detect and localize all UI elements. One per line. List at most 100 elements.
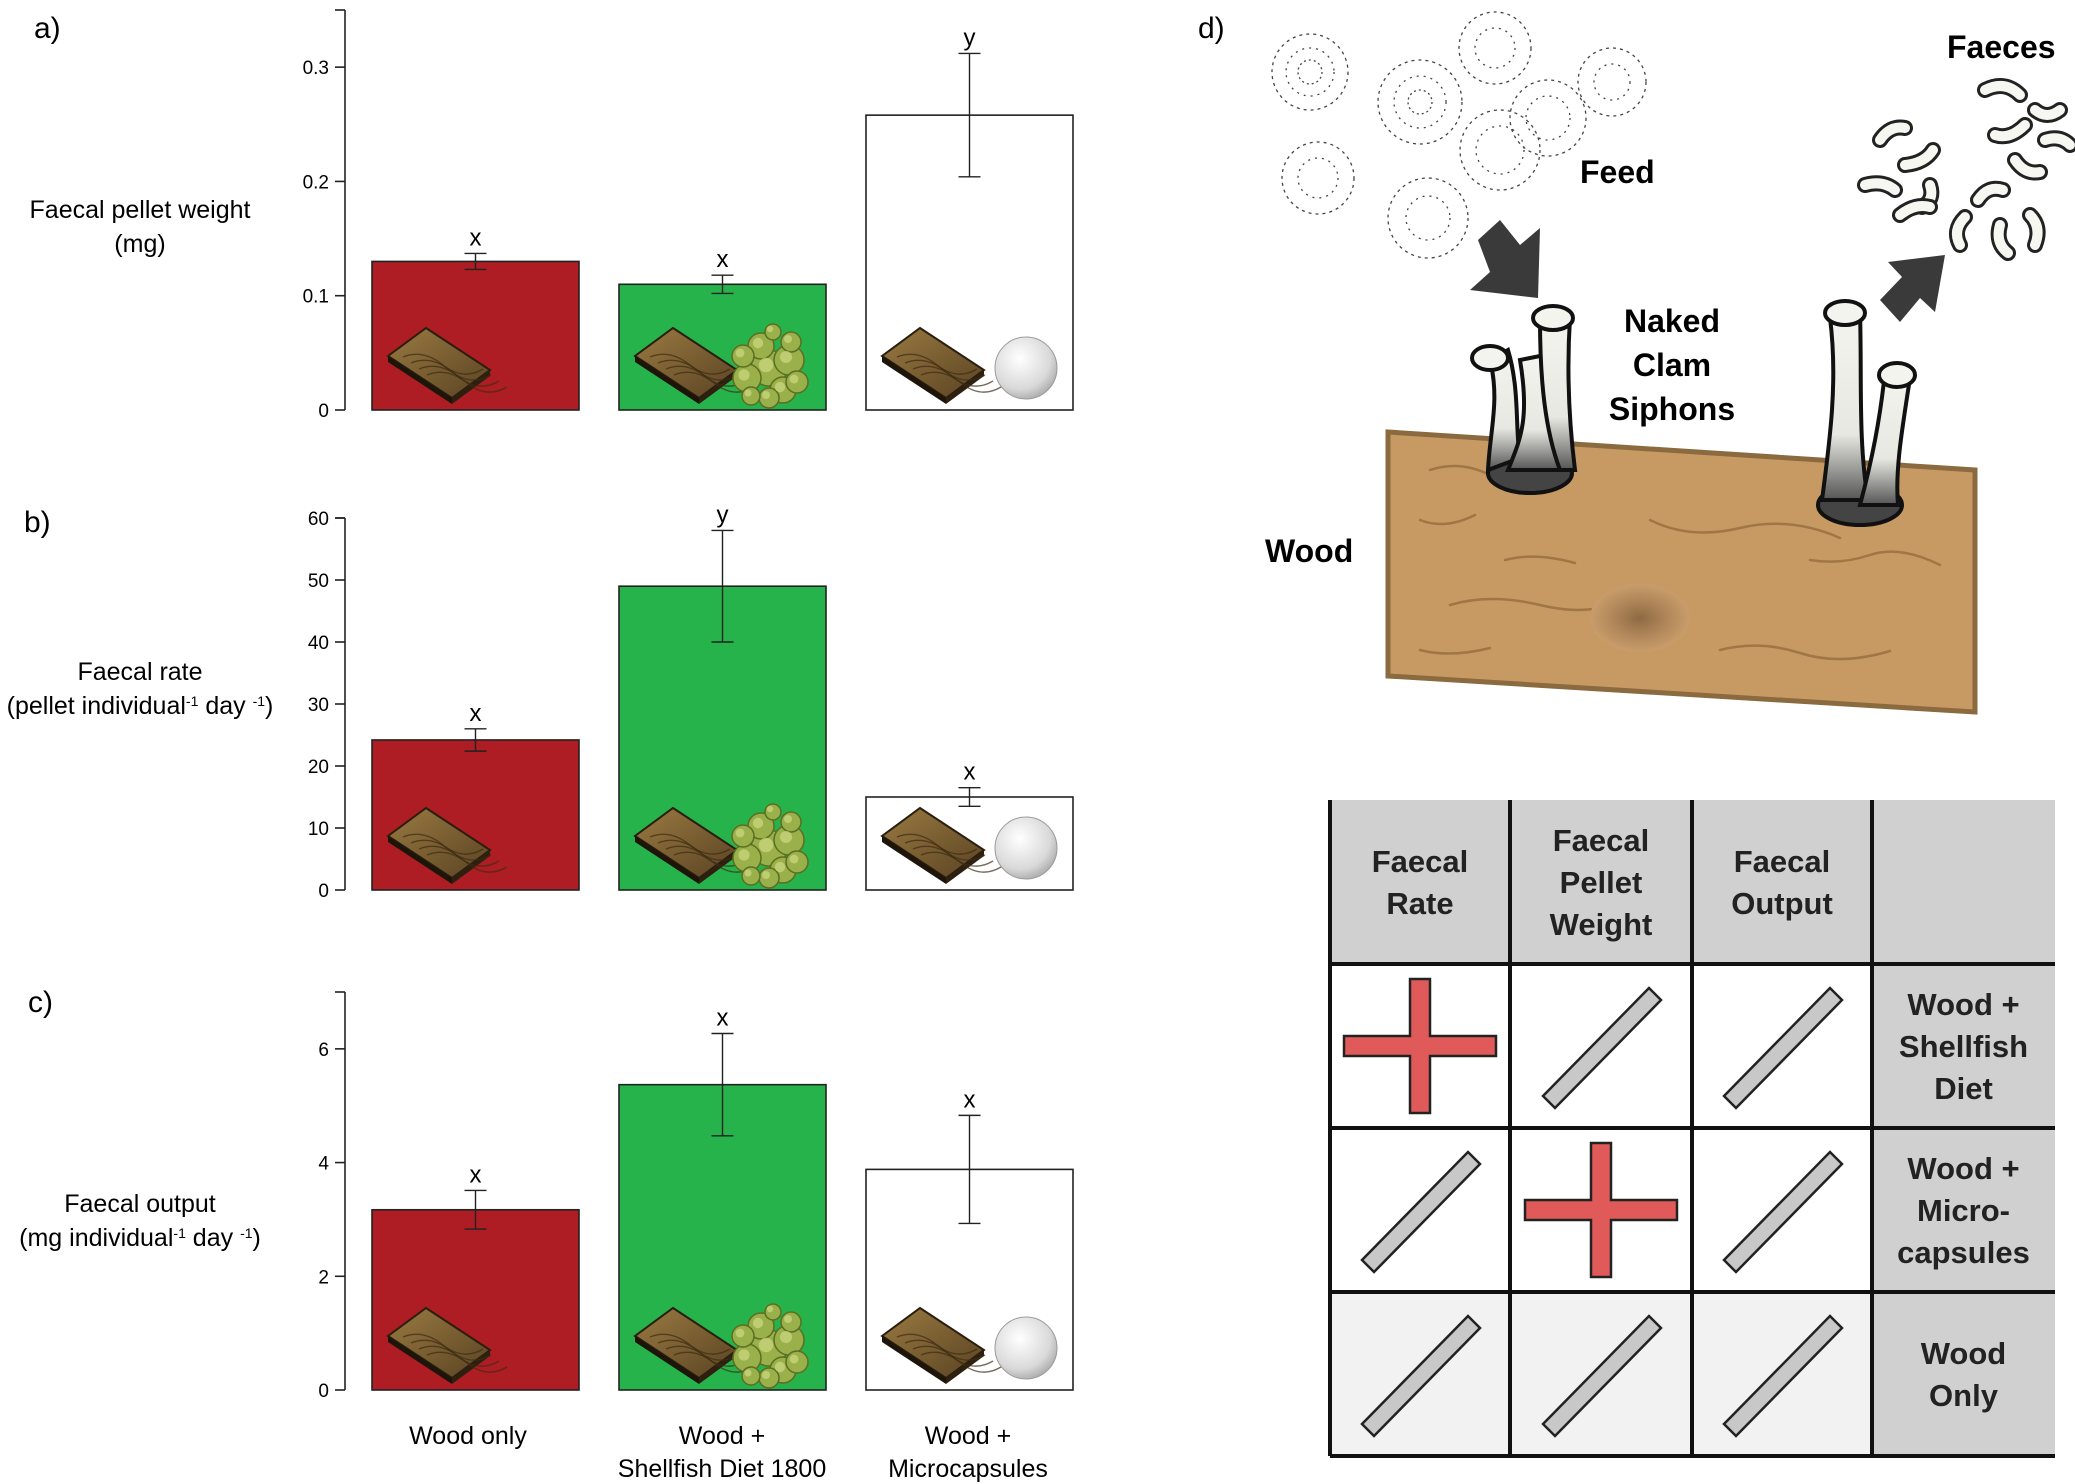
no-change-slash-icon (1722, 1150, 1844, 1274)
table-cell (1872, 1128, 2055, 1292)
wood-piece-icon (633, 806, 755, 884)
y-axis-label: Faecal output (64, 1190, 216, 1218)
table-row-label: Wood + (1907, 987, 2019, 1022)
feed-arrow (1470, 220, 1540, 298)
table-header-cell (1510, 800, 1692, 964)
feed-particles (1271, 11, 1647, 259)
no-change-slash-icon (1360, 1150, 1482, 1274)
table-header-label: Pellet (1560, 865, 1643, 900)
significance-letter: x (470, 224, 482, 251)
panel-label-b: b) (24, 506, 51, 539)
y-axis-label-units: (mg individual-1 day -1) (19, 1224, 261, 1252)
y-tick-label: 6 (318, 1040, 329, 1061)
table-row-label: Wood + (1907, 1151, 2019, 1186)
algae-icon (731, 803, 809, 889)
significance-letter: x (964, 759, 976, 786)
panel-label-c: c) (28, 986, 53, 1019)
siphons-left (1470, 304, 1578, 495)
y-axis-label-units: (pellet individual-1 day -1) (7, 692, 274, 720)
table-row-label: Micro- (1917, 1193, 2010, 1228)
table-header-cell (1872, 800, 2055, 964)
table-header-cell (1330, 800, 1510, 964)
y-tick-label: 4 (318, 1154, 329, 1175)
category-label-shellfish-line2: Shellfish Diet 1800 (618, 1455, 826, 1483)
table-row-label: capsules (1897, 1235, 2030, 1270)
significance-letter: x (717, 1005, 729, 1032)
y-tick-label: 0 (318, 401, 329, 422)
significance-letter: y (717, 501, 729, 528)
bar (371, 739, 580, 891)
diagram: Feed Faeces (1265, 11, 2075, 715)
increase-plus-icon (1342, 977, 1498, 1115)
category-label-microcapsules-line1: Wood + (925, 1422, 1011, 1450)
wood-piece-icon (633, 1306, 755, 1384)
significance-letter: x (964, 1086, 976, 1113)
table-header-label: Faecal (1553, 823, 1650, 858)
y-tick-label: 50 (308, 571, 329, 592)
table-row-label: Diet (1934, 1071, 1993, 1106)
wood-piece-icon (386, 1306, 508, 1384)
table-row-label: Shellfish (1899, 1029, 2028, 1064)
y-tick-label: 60 (308, 509, 329, 530)
no-change-slash-icon (1360, 1314, 1482, 1438)
faeces-label: Faeces (1947, 29, 2056, 65)
significance-letter: x (470, 1161, 482, 1188)
no-change-slash-icon (1722, 986, 1844, 1110)
y-tick-label: 2 (318, 1267, 329, 1288)
y-tick-label: 0.2 (303, 172, 329, 193)
siphons-label-line1: Naked (1624, 303, 1720, 339)
microcapsule-icon (994, 1316, 1058, 1380)
table-row-label: Only (1929, 1378, 1999, 1413)
significance-letter: x (470, 700, 482, 727)
wood-piece-icon (880, 326, 1002, 404)
table-header-label: Faecal (1372, 844, 1469, 879)
y-tick-label: 0.3 (303, 58, 329, 79)
wood-piece-icon (880, 806, 1002, 884)
wood-label: Wood (1265, 533, 1353, 569)
siphons-right (1816, 299, 1917, 527)
wood-knot (1590, 584, 1690, 652)
bar (371, 260, 580, 411)
y-tick-label: 0.1 (303, 287, 329, 308)
table-header-label: Rate (1386, 886, 1453, 921)
panel-label-a: a) (34, 12, 61, 45)
category-label-shellfish-line1: Wood + (679, 1422, 765, 1450)
wood-piece-icon (880, 1306, 1002, 1384)
table-row-label: Wood (1921, 1336, 2007, 1371)
microcapsule-icon (994, 816, 1058, 880)
algae-icon (731, 323, 809, 409)
faeces-pellets (1857, 78, 2075, 261)
significance-letter: y (964, 24, 976, 51)
siphons-label-line3: Siphons (1609, 391, 1735, 427)
feed-label: Feed (1580, 154, 1655, 190)
wood-piece-icon (386, 326, 508, 404)
table-header-label: Weight (1550, 907, 1653, 942)
microcapsule-icon (994, 336, 1058, 400)
y-tick-label: 0 (318, 881, 329, 902)
table-header-cell (1692, 800, 1872, 964)
y-axis-label: Faecal rate (77, 658, 202, 686)
y-tick-label: 40 (308, 633, 329, 654)
table-header-label: Faecal (1734, 844, 1831, 879)
table-cell (1872, 964, 2055, 1128)
no-change-slash-icon (1541, 1314, 1663, 1438)
category-label-wood-only: Wood only (409, 1422, 527, 1450)
table-header-label: Output (1731, 886, 1833, 921)
category-label-microcapsules-line2: Microcapsules (888, 1455, 1048, 1483)
y-tick-label: 10 (308, 819, 329, 840)
y-tick-label: 30 (308, 695, 329, 716)
increase-plus-icon (1523, 1141, 1679, 1279)
table-cell (1872, 1292, 2055, 1456)
significance-letter: x (717, 246, 729, 273)
y-tick-label: 0 (318, 1381, 329, 1402)
panel-label-d: d) (1198, 12, 1225, 45)
no-change-slash-icon (1722, 1314, 1844, 1438)
algae-icon (731, 1303, 809, 1389)
y-tick-label: 20 (308, 757, 329, 778)
